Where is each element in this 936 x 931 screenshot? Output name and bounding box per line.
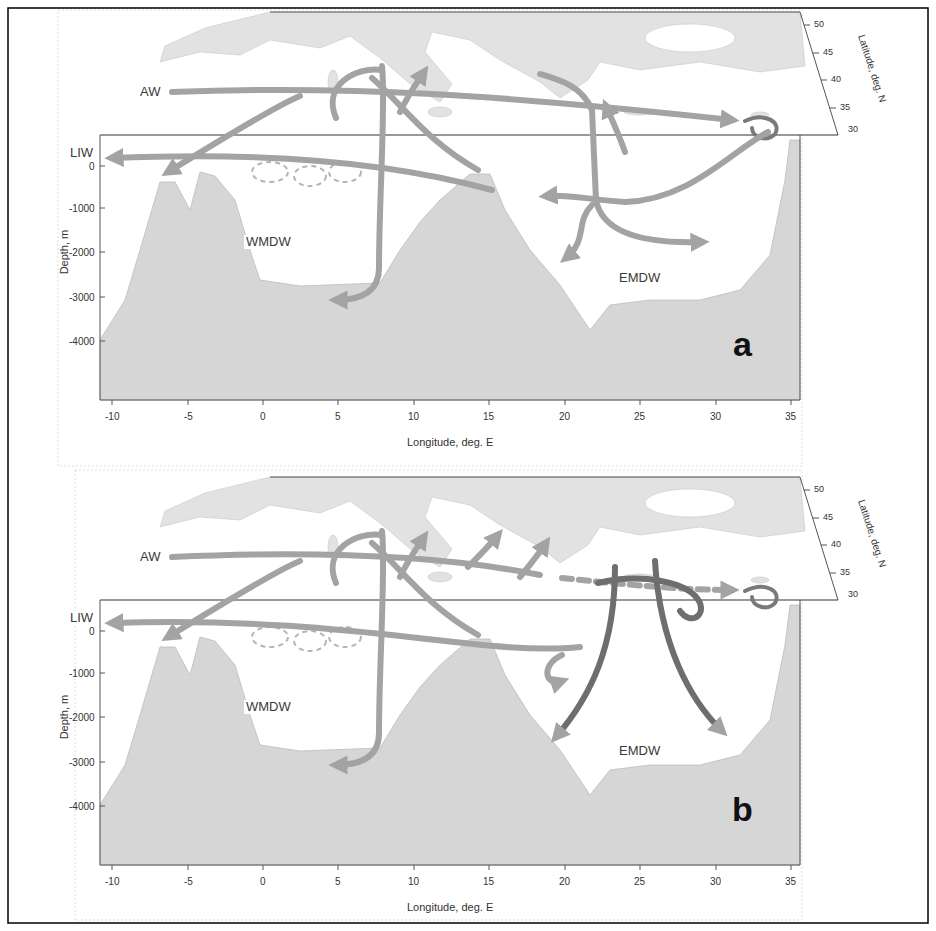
water-mass-label: EMDW <box>617 744 662 758</box>
longitude-tick-label: 15 <box>483 411 494 422</box>
longitude-tick-label: -10 <box>105 411 119 422</box>
water-mass-label: AW <box>138 550 162 564</box>
axis-title: Latitude, deg. N <box>856 498 888 569</box>
longitude-tick-label: 5 <box>335 876 341 887</box>
longitude-tick-label: 30 <box>710 876 721 887</box>
depth-tick-label: -2000 <box>69 712 95 723</box>
latitude-tick-label: 30 <box>848 590 858 600</box>
axis-title: Longitude, deg. E <box>407 436 493 448</box>
water-mass-label: WMDW <box>244 700 293 714</box>
water-mass-label: WMDW <box>244 235 293 249</box>
depth-tick-label: 0 <box>89 626 95 637</box>
latitude-tick-label: 40 <box>831 75 841 85</box>
panel-letter: a <box>733 326 752 363</box>
longitude-tick-label: 30 <box>710 411 721 422</box>
depth-tick-label: -1000 <box>69 203 95 214</box>
latitude-tick-label: 45 <box>823 48 833 58</box>
axis-title: Depth, m <box>58 230 70 275</box>
longitude-tick-label: 5 <box>335 411 341 422</box>
longitude-tick-label: 35 <box>785 876 796 887</box>
longitude-tick-label: -10 <box>105 876 119 887</box>
latitude-tick-label: 30 <box>848 125 858 135</box>
axis-title: Depth, m <box>58 695 70 740</box>
longitude-tick-label: 10 <box>408 411 419 422</box>
longitude-tick-label: 15 <box>483 876 494 887</box>
longitude-tick-label: 0 <box>260 411 266 422</box>
longitude-tick-label: 20 <box>559 411 570 422</box>
depth-tick-label: -2000 <box>69 247 95 258</box>
axis-title: Latitude, deg. N <box>856 33 888 104</box>
water-mass-label: EMDW <box>617 271 662 285</box>
longitude-tick-label: 25 <box>634 411 645 422</box>
longitude-tick-label: 35 <box>785 411 796 422</box>
longitude-tick-label: 20 <box>559 876 570 887</box>
axis-title: Longitude, deg. E <box>407 901 493 913</box>
longitude-tick-label: -5 <box>184 876 193 887</box>
water-mass-label: LIW <box>68 146 95 160</box>
depth-tick-label: -3000 <box>69 757 95 768</box>
latitude-tick-label: 45 <box>823 513 833 523</box>
depth-tick-label: -4000 <box>69 801 95 812</box>
longitude-tick-label: 10 <box>408 876 419 887</box>
latitude-tick-label: 40 <box>831 540 841 550</box>
water-mass-label: LIW <box>68 611 95 625</box>
latitude-tick-label: 35 <box>840 568 850 578</box>
depth-tick-label: -3000 <box>69 292 95 303</box>
longitude-tick-label: -5 <box>184 411 193 422</box>
depth-tick-label: -1000 <box>69 668 95 679</box>
latitude-tick-label: 50 <box>814 485 824 495</box>
panel-letter: b <box>732 791 753 828</box>
longitude-tick-label: 25 <box>634 876 645 887</box>
longitude-tick-label: 0 <box>260 876 266 887</box>
depth-tick-label: -4000 <box>69 336 95 347</box>
depth-tick-label: 0 <box>89 161 95 172</box>
latitude-tick-label: 50 <box>814 20 824 30</box>
water-mass-label: AW <box>138 85 162 99</box>
latitude-tick-label: 35 <box>840 103 850 113</box>
